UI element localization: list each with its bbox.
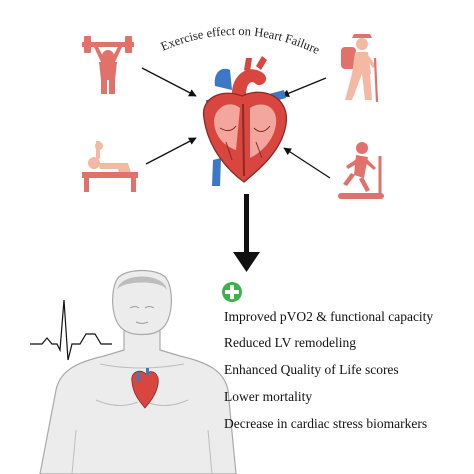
down-arrow — [233, 194, 260, 272]
human-torso-icon — [39, 269, 237, 474]
ecg-trace-icon — [30, 299, 112, 361]
benefit-quality-of-life: Enhanced Quality of Life scores — [224, 362, 399, 377]
weightlifter-icon — [82, 36, 134, 94]
plus-circle-icon — [222, 282, 242, 302]
arrow-bench-press — [145, 137, 197, 165]
arrow-hiker — [281, 77, 327, 97]
arrow-weightlifter — [141, 67, 197, 97]
hiker-icon — [341, 34, 379, 103]
benefit-mortality: Lower mortality — [224, 389, 313, 404]
heart-anatomy-icon — [202, 56, 287, 186]
bench-press-icon — [82, 141, 138, 192]
benefit-lv-remodeling: Reduced LV remodeling — [224, 335, 356, 350]
benefit-biomarkers: Decrease in cardiac stress biomarkers — [224, 416, 428, 431]
benefit-pvo2: Improved pVO2 & functional capacity — [224, 309, 434, 324]
arrow-treadmill — [283, 147, 331, 179]
treadmill-runner-icon — [338, 142, 384, 199]
diagram-title: Exercise effect on Heart Failure — [159, 24, 323, 57]
